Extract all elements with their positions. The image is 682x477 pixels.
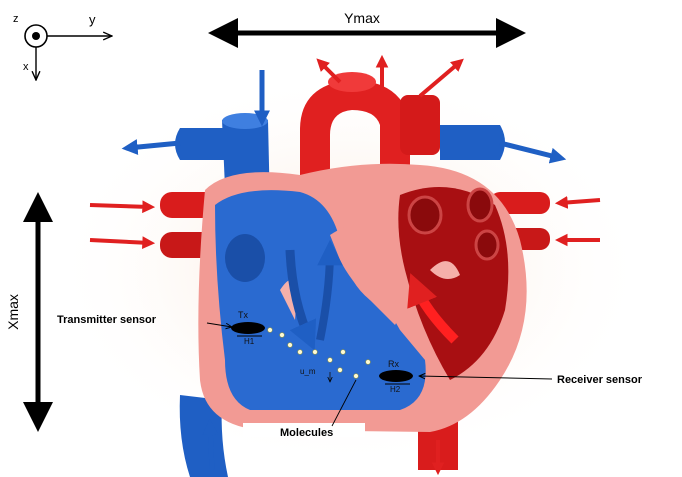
z-axis-label: z <box>13 13 19 25</box>
xmax-label: Xmax <box>5 294 21 330</box>
x-axis-label: x <box>23 61 29 73</box>
receiver-sensor-body <box>379 370 413 382</box>
ymax-label: Ymax <box>344 10 380 26</box>
molecule-dot <box>338 368 343 373</box>
receiver-tag: Rx <box>388 359 399 369</box>
transmitter-label: Transmitter sensor <box>57 314 157 326</box>
molecule-dot <box>268 328 273 333</box>
z-axis-dot <box>32 32 40 40</box>
pulmonary-artery-left <box>175 128 230 160</box>
molecule-dot <box>313 350 318 355</box>
molecule-dot <box>288 343 293 348</box>
transmitter-h-label: H1 <box>244 337 255 346</box>
molecule-dot <box>354 374 359 379</box>
molecule-dot <box>341 350 346 355</box>
molecule-dot <box>298 350 303 355</box>
y-axis-label: y <box>89 12 96 27</box>
axis-indicator: z y x <box>13 12 112 80</box>
molecule-dot <box>328 358 333 363</box>
molecule-dot <box>280 333 285 338</box>
velocity-label: u_m <box>300 367 316 376</box>
receiver-label: Receiver sensor <box>557 374 643 386</box>
transmitter-sensor-body <box>231 322 265 334</box>
molecule-dot <box>366 360 371 365</box>
blue-arrow-bottom-in <box>210 425 212 470</box>
red-arrow-left-upper <box>90 205 150 207</box>
receiver-h-label: H2 <box>390 385 401 394</box>
transmitter-tag: Tx <box>238 310 248 320</box>
pulmonary-artery-right <box>440 125 505 160</box>
molecules-label: Molecules <box>280 427 333 439</box>
